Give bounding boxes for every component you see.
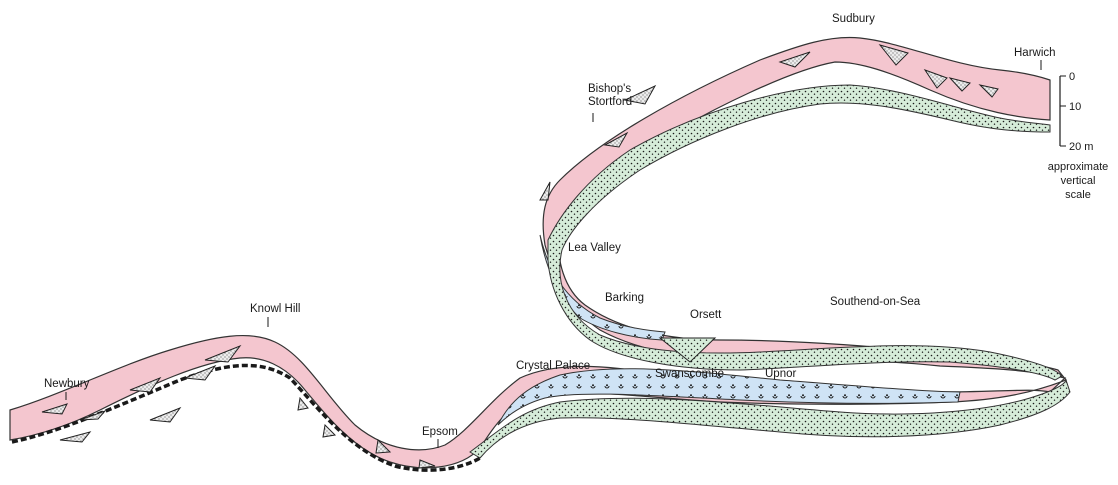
vertical-scale: 0 10 20 m approximate vertical scale — [1048, 71, 1109, 201]
label-swanscombe: Swanscombe — [655, 368, 724, 380]
label-southend: Southend-on-Sea — [830, 296, 921, 308]
scale-tick-0: 0 — [1069, 71, 1075, 83]
scale-tick-20: 20 m — [1069, 141, 1093, 153]
scale-caption-1: approximate — [1048, 161, 1109, 173]
label-upnor: Upnor — [765, 368, 796, 380]
label-crystal-palace: Crystal Palace — [516, 360, 590, 372]
label-barking: Barking — [605, 292, 644, 304]
label-newbury: Newbury — [44, 378, 90, 390]
label-harwich: Harwich — [1014, 47, 1056, 59]
label-epsom: Epsom — [422, 426, 458, 438]
scale-caption-2: vertical — [1061, 175, 1096, 187]
label-lea-valley: Lea Valley — [568, 242, 621, 254]
label-orsett: Orsett — [690, 309, 722, 321]
label-knowl-hill: Knowl Hill — [250, 303, 301, 315]
scale-tick-10: 10 — [1069, 101, 1081, 113]
scale-caption-3: scale — [1065, 189, 1091, 201]
label-sudbury: Sudbury — [832, 13, 875, 25]
